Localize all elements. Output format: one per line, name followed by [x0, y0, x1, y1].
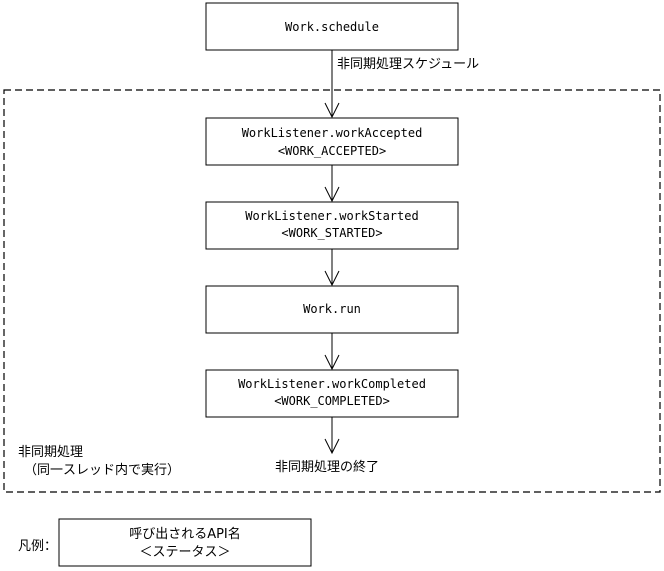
node-work-accepted-label: WorkListener.workAccepted: [242, 126, 423, 140]
legend-box: 呼び出されるAPI名 ＜ステータス＞: [58, 518, 312, 567]
node-work-accepted: WorkListener.workAccepted <WORK_ACCEPTED…: [205, 117, 459, 166]
legend-label: 凡例：: [18, 539, 57, 554]
node-work-completed: WorkListener.workCompleted <WORK_COMPLET…: [205, 369, 459, 418]
node-work-started-label: WorkListener.workStarted: [245, 209, 418, 223]
async-schedule-label: 非同期処理スケジュール: [337, 57, 479, 72]
node-work-completed-status: <WORK_COMPLETED>: [274, 394, 390, 408]
region-subtitle: （同一スレッド内で実行）: [24, 462, 180, 478]
legend-box-api-name: 呼び出されるAPI名: [129, 526, 241, 542]
node-work-run-label: Work.run: [303, 302, 361, 316]
node-work-started-status: <WORK_STARTED>: [281, 226, 382, 240]
async-end-label: 非同期処理の終了: [275, 459, 379, 475]
arrow-completed-to-end: [324, 417, 340, 455]
node-work-schedule: Work.schedule: [205, 2, 459, 51]
arrow-run-to-completed: [324, 333, 340, 371]
node-work-schedule-label: Work.schedule: [285, 20, 379, 34]
node-work-completed-label: WorkListener.workCompleted: [238, 377, 426, 391]
node-work-run: Work.run: [205, 285, 459, 334]
async-processing-region: [3, 89, 661, 493]
arrow-started-to-run: [324, 249, 340, 287]
region-title: 非同期処理: [18, 445, 83, 460]
node-work-accepted-status: <WORK_ACCEPTED>: [278, 144, 386, 158]
legend-box-status: ＜ステータス＞: [139, 545, 230, 560]
arrow-accepted-to-started: [324, 165, 340, 203]
arrow-schedule-to-accepted: [324, 50, 340, 119]
node-work-started: WorkListener.workStarted <WORK_STARTED>: [205, 201, 459, 250]
